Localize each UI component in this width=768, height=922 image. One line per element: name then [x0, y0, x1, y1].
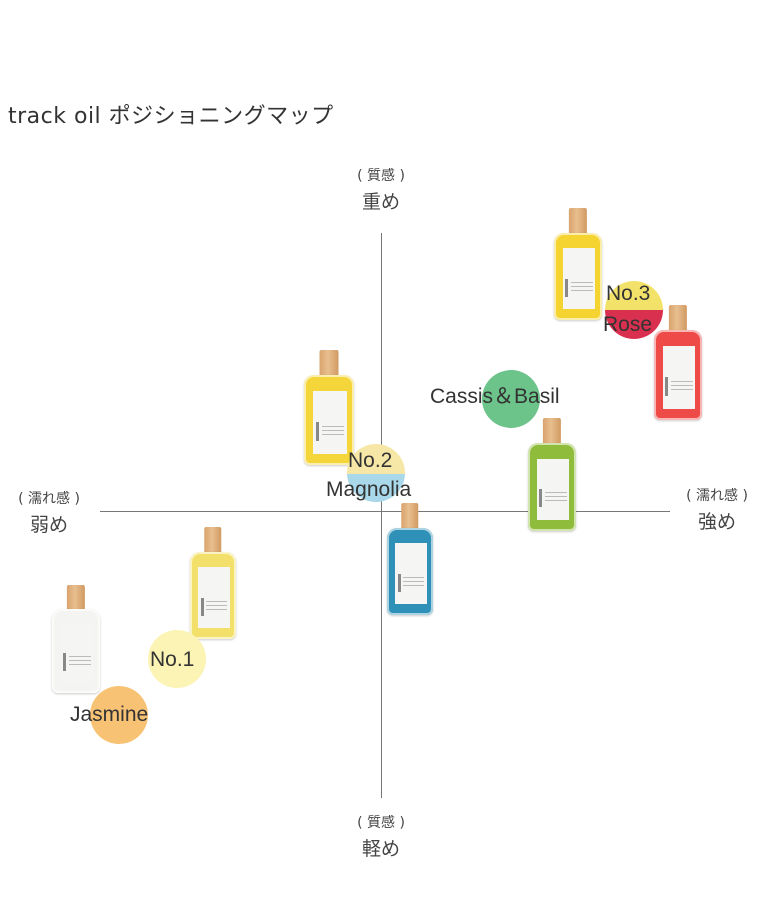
- axis-left-sub: ( 濡れ感 ): [18, 491, 80, 507]
- axis-label-left: ( 濡れ感 ) 弱め: [4, 488, 94, 537]
- bottle-no1: [190, 527, 236, 639]
- tag-dot: [482, 370, 540, 428]
- axis-label-top: ( 質感 ) 重め: [341, 165, 421, 214]
- page-title: track oil ポジショニングマップ: [8, 104, 334, 129]
- bottle-magnolia: [387, 503, 433, 615]
- tag-cassis-basil-label: Cassis＆Basil: [430, 385, 560, 408]
- tag-dot: [148, 630, 206, 688]
- tag-dot: [605, 281, 663, 339]
- bottle-cassis-basil: [528, 418, 576, 531]
- tag-no3-line1: No.3: [606, 282, 651, 305]
- axis-right-main: 強め: [697, 511, 736, 533]
- axis-label-bottom: ( 質感 ) 軽め: [341, 812, 421, 861]
- tag-no2-line2: Magnolia: [326, 478, 412, 501]
- axis-right-sub: ( 濡れ感 ): [686, 488, 748, 504]
- axis-top-sub: ( 質感 ): [357, 168, 405, 184]
- bottle-rose: [654, 305, 702, 420]
- axis-bottom-main: 軽め: [361, 838, 400, 860]
- axis-label-right: ( 濡れ感 ) 強め: [672, 485, 762, 534]
- bottle-no2: [304, 350, 354, 465]
- axis-bottom-sub: ( 質感 ): [357, 815, 405, 831]
- bottle-jasmine: [52, 585, 100, 693]
- tag-no3-line2: Rose: [603, 313, 653, 336]
- bottle-no3: [554, 208, 602, 320]
- axis-left-main: 弱め: [29, 514, 68, 536]
- vertical-axis: [381, 233, 382, 798]
- axis-top-main: 重め: [361, 191, 400, 213]
- horizontal-axis: [100, 511, 670, 512]
- tag-dot: [90, 686, 148, 744]
- tag-dot: [347, 444, 405, 502]
- tag-no1-label: No.1: [150, 648, 195, 671]
- tag-jasmine-label: Jasmine: [70, 703, 149, 726]
- tag-no2-line1: No.2: [348, 449, 393, 472]
